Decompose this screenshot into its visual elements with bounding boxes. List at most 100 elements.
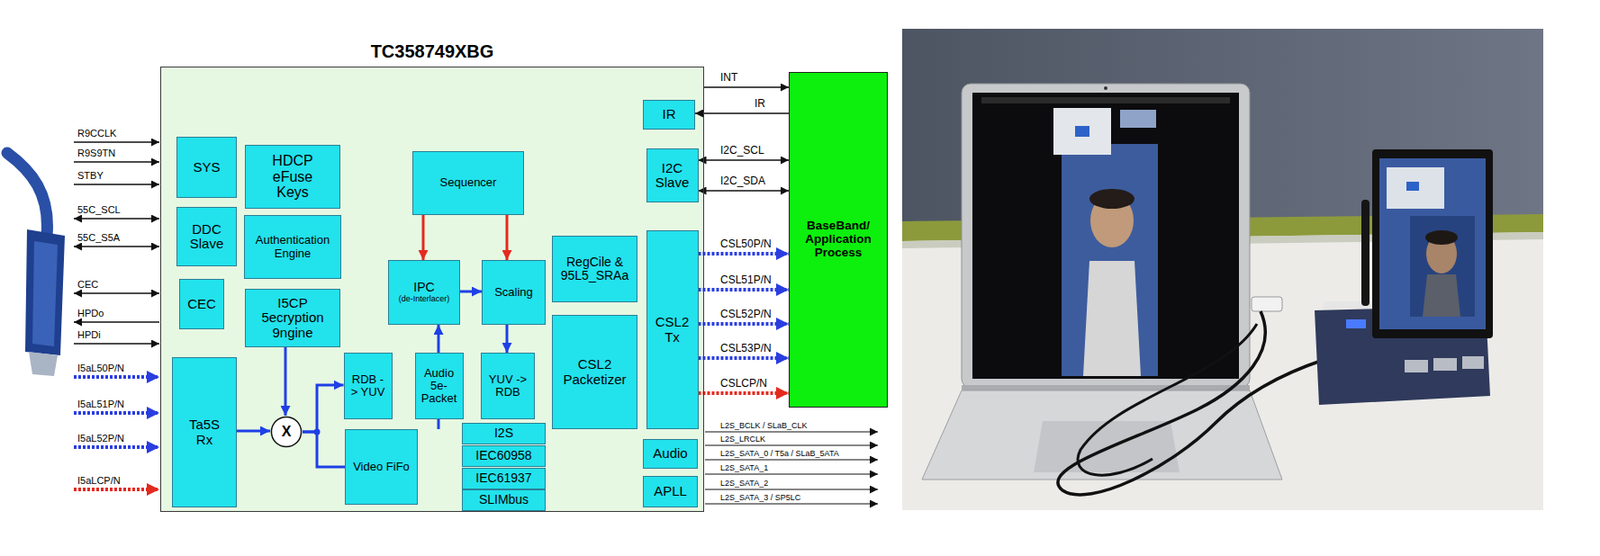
person-hair <box>1425 230 1458 245</box>
block-label: Audio 5e-Packet <box>420 367 459 407</box>
signal-name: HPDi <box>77 329 101 342</box>
signal-arrow <box>73 161 160 163</box>
signal-name: CSL52P/N <box>720 308 772 322</box>
function-block: DDC Slave <box>176 207 237 267</box>
signal-connector <box>236 430 271 434</box>
cable <box>1057 311 1324 496</box>
block-label: BaseBand/ Application Process <box>795 219 881 261</box>
block-label: Authentication Engine <box>249 234 336 261</box>
screen-dialog-icon <box>1075 126 1090 137</box>
function-block: I2S <box>461 423 546 445</box>
signal-connector <box>698 159 790 162</box>
function-block: Sequencer <box>412 151 525 216</box>
signal-name: CSL51P/N <box>720 274 772 288</box>
block-label: RDB - > YUV <box>349 373 388 400</box>
block-label: Audio <box>652 446 688 462</box>
signal-connector <box>698 288 790 292</box>
chip-title: TC358749XBG <box>161 41 704 62</box>
function-block: HDCP eFuse Keys <box>244 144 341 209</box>
function-block: Audio <box>642 439 698 470</box>
signal-connector <box>704 86 789 89</box>
block-label: CEC <box>187 297 217 313</box>
function-block: Ta5S Rx <box>171 357 237 508</box>
block-label: RegCile & 95L5_SRAa <box>559 255 632 284</box>
block-label: HDCP eFuse Keys <box>264 153 321 201</box>
signal-name: L2S_BCLK / SLaB_CLK <box>720 421 808 431</box>
signal-name: HPDo <box>77 307 104 320</box>
block-label: APLL <box>653 484 688 500</box>
photo-desk <box>902 28 1544 511</box>
signal-arrow <box>73 245 160 247</box>
signal-name: I5aL51P/N <box>77 398 125 411</box>
signal-name: R9S9TN <box>77 147 116 160</box>
signal-name: L2S_SATA_3 / SP5LC <box>720 493 801 503</box>
laptop-base <box>922 390 1283 480</box>
block-label: IR <box>662 107 677 123</box>
laptop-lid <box>961 83 1250 389</box>
signal-connector <box>506 215 509 261</box>
function-block: RDB - > YUV <box>343 352 393 420</box>
function-block: IEC60958 <box>461 445 546 468</box>
function-block: Video FiFo <box>344 429 418 506</box>
function-block: Authentication Engine <box>244 215 342 280</box>
chip-block: TC358749XBGSYSHDCP eFuse KeysDDC SlaveAu… <box>160 66 705 513</box>
signal-arrow <box>705 459 878 461</box>
usb-dongle <box>1251 297 1283 312</box>
signal-arrow <box>705 488 878 490</box>
function-block: IEC61937 <box>461 468 546 490</box>
block-label: Scaling <box>494 286 534 299</box>
block-label: (de-Interlacer) <box>398 295 451 305</box>
signal-name: L2S_SATA_0 / T5a / SLaB_5ATA <box>720 449 840 459</box>
usb-port <box>1462 356 1484 370</box>
hdmi-cable <box>7 153 47 236</box>
block-label: I5CP 5ecryption 9ngine <box>255 296 330 342</box>
screen-menubar <box>981 97 1230 104</box>
signal-arrow <box>705 431 878 433</box>
cable <box>1077 324 1257 476</box>
device-dialog-icon <box>1406 181 1420 191</box>
signal-name: R9CCLK <box>77 127 117 140</box>
screen-window <box>1061 144 1158 377</box>
laptop-screen <box>972 92 1239 380</box>
person-shirt <box>1422 274 1461 317</box>
usb-port <box>1433 358 1457 371</box>
block-label: DDC Slave <box>184 222 230 253</box>
block-label: Ta5S Rx <box>183 417 226 448</box>
signal-arrow <box>73 217 160 219</box>
circle-outline <box>271 416 301 447</box>
hdmi-plug-highlight <box>32 241 58 347</box>
mixer-circle: X <box>270 415 303 449</box>
junction-dot <box>314 429 321 436</box>
block-label: IEC60958 <box>475 449 532 463</box>
signal-name: I5aL52P/N <box>77 433 125 445</box>
signal-connector <box>302 385 344 433</box>
function-block: I2C Slave <box>646 148 699 203</box>
signal-arrow <box>705 473 878 475</box>
block-label: Sequencer <box>440 176 498 190</box>
signal-connector <box>506 325 509 353</box>
function-block: CSL2 Packetizer <box>551 315 638 430</box>
chip-fill <box>160 66 705 513</box>
function-block: Scaling <box>481 260 546 326</box>
block-label: YUV -> RDB <box>486 373 530 400</box>
signal-name: 55C_SCL <box>77 204 121 217</box>
device-display <box>1379 158 1486 330</box>
ribbon-cable <box>1323 301 1378 309</box>
signal-name: I5aL50P/N <box>77 362 125 375</box>
lane-arrow <box>73 375 160 380</box>
signal-connector <box>698 356 790 361</box>
block-label: X <box>281 424 292 441</box>
block-label: Video FiFo <box>352 461 410 474</box>
signal-name: I5aLCP/N <box>77 475 121 488</box>
laptop-camera <box>1103 86 1108 91</box>
signal-connector <box>698 322 790 326</box>
signal-name: CEC <box>77 279 99 291</box>
processor-block: BaseBand/ Application Process <box>788 72 888 408</box>
block-label: CSL2 Packetizer <box>558 357 633 388</box>
signal-connector <box>422 215 425 261</box>
function-block: SLIMbus <box>461 489 546 512</box>
signal-name: I2C_SCL <box>720 144 765 158</box>
block-label: SYS <box>192 160 220 176</box>
hdmi-plug <box>25 229 65 356</box>
screen-panel <box>1120 109 1157 128</box>
